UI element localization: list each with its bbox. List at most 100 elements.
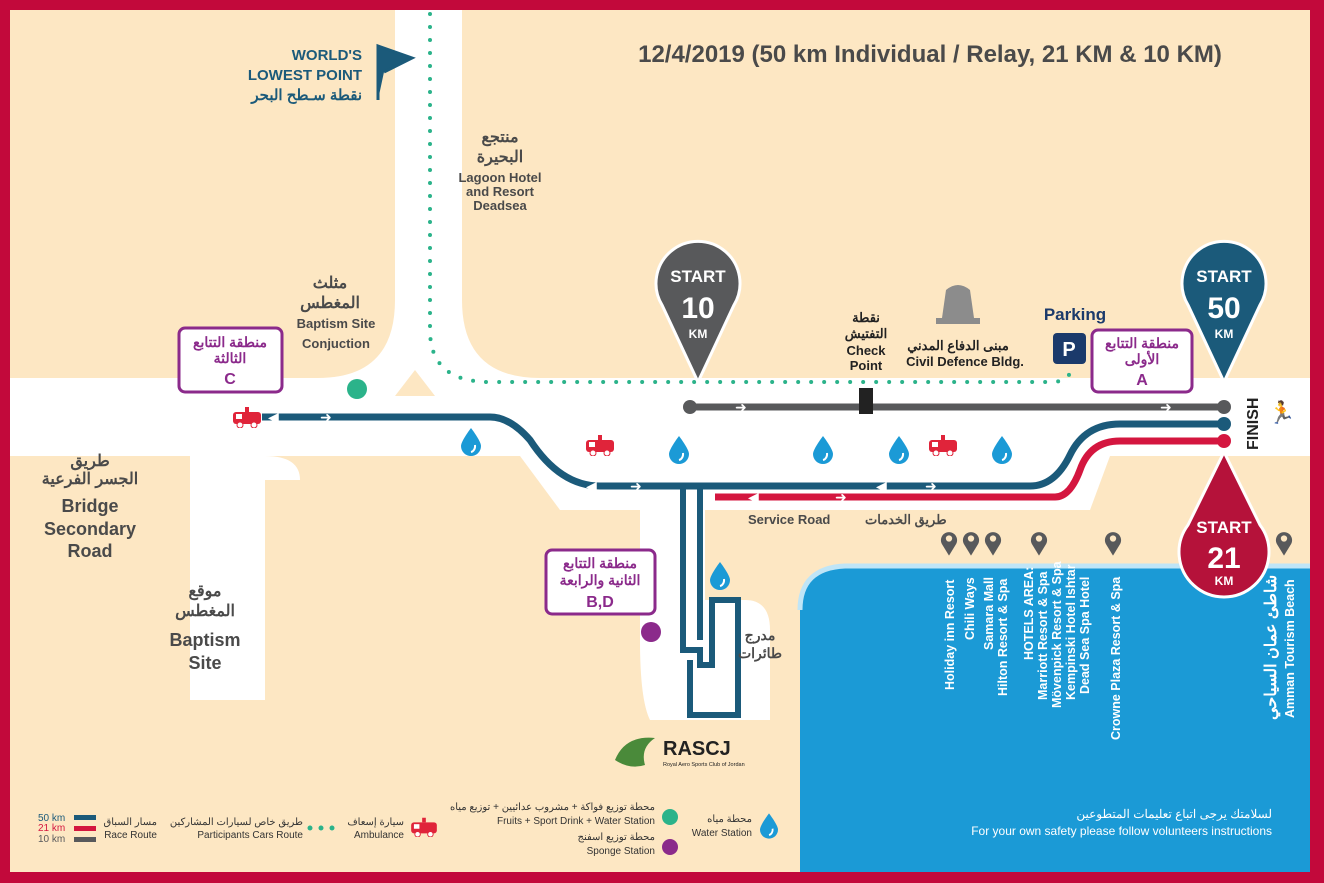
baptism-junction: مثلث المغطس Baptism Site Conjuction xyxy=(297,275,376,351)
svg-text:Parking: Parking xyxy=(1044,305,1106,324)
finish-label: FINISH xyxy=(1245,398,1262,450)
svg-text:10 km: 10 km xyxy=(38,834,65,845)
svg-text:Ambulance: Ambulance xyxy=(354,830,404,841)
svg-text:Conjuction: Conjuction xyxy=(302,336,370,351)
svg-text:KM: KM xyxy=(689,327,708,341)
svg-text:مبنى الدفاع المدني: مبنى الدفاع المدني xyxy=(907,338,1009,354)
rascj-logo: RASCJ Royal Aero Sports Club of Jordan xyxy=(615,737,745,768)
worlds-lowest-point: WORLD'S LOWEST POINT نقطة سـطح البحر xyxy=(248,43,416,104)
svg-text:A: A xyxy=(1136,372,1148,389)
svg-text:Hilton Resort & Spa: Hilton Resort & Spa xyxy=(996,578,1010,696)
svg-text:21 km: 21 km xyxy=(38,823,65,834)
svg-text:منطقة التتابع: منطقة التتابع xyxy=(563,555,637,572)
hotel-list: Holiday inn Resort Chili Ways Samara Mal… xyxy=(943,560,1297,740)
svg-text:Bridge: Bridge xyxy=(61,496,118,516)
svg-text:الثانية والرابعة: الثانية والرابعة xyxy=(560,572,641,589)
svg-text:Secondary: Secondary xyxy=(44,519,136,539)
svg-text:◀: ◀ xyxy=(268,409,279,425)
svg-text:Baptism: Baptism xyxy=(169,630,240,650)
svg-text:Dead Sea Spa Hotel: Dead Sea Spa Hotel xyxy=(1078,577,1092,694)
route-50km-runway-loop xyxy=(680,486,741,718)
flag-icon xyxy=(376,43,416,100)
svg-text:START: START xyxy=(670,267,726,286)
svg-text:Deadsea: Deadsea xyxy=(473,198,527,213)
svg-text:Point: Point xyxy=(850,358,883,373)
svg-text:◀: ◀ xyxy=(876,478,887,494)
runway-ar2: طائرات xyxy=(738,645,782,662)
safety-note-en: For your own safety please follow volunt… xyxy=(971,824,1272,838)
svg-text:Crowne Plaza Resort & Spa: Crowne Plaza Resort & Spa xyxy=(1109,576,1123,740)
safety-note-ar: لسلامتك يرجى اتباع تعليمات المتطوعين xyxy=(1076,807,1272,821)
svg-text:Civil Defence Bldg.: Civil Defence Bldg. xyxy=(906,354,1024,369)
svg-text:Marriott Resort & Spa: Marriott Resort & Spa xyxy=(1036,570,1050,700)
svg-text:مثلث: مثلث xyxy=(313,275,347,292)
svg-text:Chili Ways: Chili Ways xyxy=(963,577,977,640)
service-road-ar: طريق الخدمات xyxy=(865,512,947,528)
svg-text:Baptism Site: Baptism Site xyxy=(297,316,376,331)
svg-text:Participants Cars Route: Participants Cars Route xyxy=(197,830,303,841)
baptism-site: موقع المغطس Baptism Site xyxy=(169,583,240,673)
runway-ar1: مدرج xyxy=(745,627,776,644)
relay-zone-bd: منطقة التتابع الثانية والرابعة B,D xyxy=(544,548,657,616)
dead-sea xyxy=(800,566,1310,872)
svg-text:محطة توزيع فواكة + مشروب عدائي: محطة توزيع فواكة + مشروب عدائيين + توزيع… xyxy=(450,802,655,813)
svg-text:P: P xyxy=(1062,339,1075,361)
svg-text:الثالثة: الثالثة xyxy=(214,350,247,366)
svg-text:➜: ➜ xyxy=(925,478,937,494)
svg-text:Lagoon Hotel: Lagoon Hotel xyxy=(458,170,541,185)
checkpoint-marker xyxy=(859,388,873,414)
parking-icon xyxy=(1053,333,1086,364)
svg-text:➜: ➜ xyxy=(1160,399,1172,415)
participants-cars-route xyxy=(428,12,1072,384)
svg-text:محطة توزيع اسفنج: محطة توزيع اسفنج xyxy=(577,832,655,843)
runner-icon: 🏃 xyxy=(1268,400,1295,425)
svg-text:الجسر الفرعية: الجسر الفرعية xyxy=(42,471,138,489)
svg-text:Water Station: Water Station xyxy=(692,828,752,839)
svg-text:منطقة التتابع: منطقة التتابع xyxy=(1105,335,1179,352)
svg-text:◀: ◀ xyxy=(586,478,597,494)
svg-text:Mövenpick Resort & Spa: Mövenpick Resort & Spa xyxy=(1050,560,1064,708)
sponge-station-marker xyxy=(641,622,661,642)
start-50km-pin: START 50 KM xyxy=(1180,239,1268,386)
start-21km-pin: START 21 KM xyxy=(1177,448,1271,599)
svg-text:Kempinski Hotel Ishtar: Kempinski Hotel Ishtar xyxy=(1064,564,1078,700)
svg-text:WORLD'S: WORLD'S xyxy=(292,47,362,64)
route-50km xyxy=(262,413,1224,490)
svg-text:Race Route: Race Route xyxy=(104,830,157,841)
svg-text:Check: Check xyxy=(846,343,886,358)
svg-text:Site: Site xyxy=(188,653,221,673)
legend: 50 km 21 km 10 km مسار السباق Race Route… xyxy=(38,802,778,857)
svg-text:نقطة: نقطة xyxy=(852,310,880,325)
svg-text:10: 10 xyxy=(681,292,714,325)
svg-text:منتجع: منتجع xyxy=(481,129,518,147)
svg-text:RASCJ: RASCJ xyxy=(663,738,731,760)
civil-defence-bldg: مبنى الدفاع المدني Civil Defence Bldg. xyxy=(906,285,1024,369)
svg-text:➜: ➜ xyxy=(320,409,332,425)
svg-text:طريق: طريق xyxy=(70,453,109,471)
svg-text:طريق خاص لسيارات المشاركين: طريق خاص لسيارات المشاركين xyxy=(170,817,303,828)
svg-text:START: START xyxy=(1196,518,1252,537)
svg-text:نقطة سـطح البحر: نقطة سـطح البحر xyxy=(250,87,362,104)
svg-text:➜: ➜ xyxy=(735,399,747,415)
svg-text:محطة مياه: محطة مياه xyxy=(707,814,752,825)
svg-text:Sponge Station: Sponge Station xyxy=(587,846,655,857)
relay-zone-c: منطقة التتابع الثالثة C xyxy=(177,326,284,394)
svg-text:Samara Mall: Samara Mall xyxy=(982,577,996,650)
svg-text:50 km: 50 km xyxy=(38,813,65,824)
svg-text:موقع: موقع xyxy=(189,583,222,601)
page-title: 12/4/2019 (50 km Individual / Relay, 21 … xyxy=(638,41,1222,68)
siren-icon xyxy=(936,285,980,324)
svg-text:شاطئ عمان السياحي: شاطئ عمان السياحي xyxy=(1263,575,1281,720)
svg-text:Fruits + Sport Drink + Water S: Fruits + Sport Drink + Water Station xyxy=(497,816,655,827)
svg-text:Road: Road xyxy=(68,541,113,561)
svg-text:HOTELS AREA:: HOTELS AREA: xyxy=(1022,567,1036,660)
svg-text:الأولى: الأولى xyxy=(1125,350,1160,368)
svg-text:21: 21 xyxy=(1207,542,1240,575)
svg-text:LOWEST POINT: LOWEST POINT xyxy=(248,67,362,84)
svg-text:مسار السباق: مسار السباق xyxy=(103,817,157,828)
svg-text:Amman Tourism Beach: Amman Tourism Beach xyxy=(1283,579,1297,718)
lagoon-hotel: منتجع البحيرة Lagoon Hotel and Resort De… xyxy=(458,129,541,213)
svg-text:المغطس: المغطس xyxy=(175,603,235,621)
svg-text:المغطس: المغطس xyxy=(300,295,360,313)
